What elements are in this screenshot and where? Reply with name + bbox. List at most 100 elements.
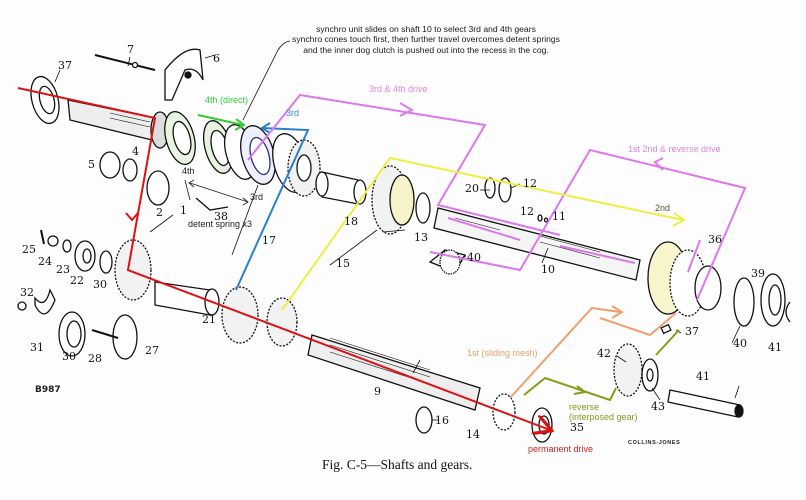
- synchro-note-line-1: synchro unit slides on shaft 10 to selec…: [316, 24, 536, 34]
- second-arrowhead: [672, 212, 686, 227]
- part-27-stud: [91, 329, 119, 339]
- part-number-36: 38: [214, 210, 228, 223]
- part-number-19: 12: [523, 177, 537, 190]
- part-1-input-shaft: [67, 99, 156, 141]
- third-arrowhead: [260, 122, 271, 134]
- part-number-24: 24: [38, 255, 52, 268]
- label-1st-sliding-mesh: 1st (sliding mesh): [467, 348, 538, 358]
- part-number-26: 27: [145, 344, 159, 357]
- part-17-laygear-3rd: [221, 286, 259, 344]
- third-path: [235, 127, 310, 291]
- part-25-pin: [40, 229, 45, 245]
- part-33-gear-cluster: [647, 241, 722, 317]
- label-3rd-4th-drive: 3rd & 4th drive: [369, 84, 428, 94]
- part-number-37: 40: [467, 251, 481, 264]
- part-31-nut: [17, 301, 27, 311]
- part-29-housing: [58, 311, 86, 357]
- drive-paths: [17, 87, 747, 430]
- part-35-key: [660, 323, 672, 335]
- first-second-reverse-path: [429, 148, 747, 301]
- label-1st-2nd-reverse-drive: 1st 2nd & reverse drive: [628, 144, 721, 154]
- label-synchro-4th: 4th: [182, 166, 195, 176]
- part-number-13: 13: [414, 231, 428, 244]
- part-number-12: 12: [520, 205, 534, 218]
- part-13-ring: [415, 192, 431, 224]
- part-number-31: 32: [20, 286, 34, 299]
- fourth-direct-arrow: [197, 114, 244, 126]
- part-number-14: 14: [466, 428, 480, 441]
- part-20-ring: [484, 177, 496, 199]
- part-2-ring: [146, 170, 170, 206]
- parts-layer: [17, 48, 791, 443]
- reverse-arrowhead: [573, 385, 588, 395]
- part-number-43: 43: [651, 400, 665, 413]
- label-reverse: reverse: [569, 402, 600, 412]
- part-38-bearing: [760, 273, 786, 327]
- part-number-25: 25: [22, 243, 36, 256]
- part-drive-gear: [114, 239, 152, 301]
- part-number-3: 37: [58, 59, 72, 72]
- figure-caption: Fig. C-5—Shafts and gears.: [322, 457, 473, 472]
- part-number-40: 41: [768, 341, 782, 354]
- fourth-direct-arrowhead: [234, 118, 246, 131]
- part-number-32: 35: [570, 421, 584, 434]
- part-24-nut: [47, 235, 59, 247]
- part-5-nut: [99, 151, 121, 179]
- label-permanent-drive: permanent drive: [528, 444, 594, 454]
- label-detent-spring: detent spring x3: [188, 219, 253, 229]
- plate-code: B987: [35, 385, 61, 395]
- needle-race: [164, 111, 196, 165]
- part-number-33: 36: [708, 233, 722, 246]
- part-42-reverse-gear: [613, 343, 659, 397]
- part-3-bearing: [30, 75, 60, 125]
- part-number-30: 31: [30, 341, 44, 354]
- part-number-27: 28: [88, 352, 102, 365]
- part-number-21: 21: [202, 313, 216, 326]
- synchro-note-line-3: and the inner dog clutch is pushed out i…: [303, 44, 549, 55]
- part-number-35: 37: [685, 325, 699, 338]
- first-second-reverse-arrowhead: [653, 157, 664, 171]
- part-number-29: 30: [62, 350, 76, 363]
- part-laygear-2nd: [266, 297, 298, 347]
- first-sliding-mesh-return: [599, 312, 677, 337]
- mainshaft-arrow-2: [559, 245, 636, 264]
- part-4-washer: [122, 158, 138, 182]
- synchro-note: synchro unit slides on shaft 10 to selec…: [276, 24, 576, 55]
- part-number-22: 22: [70, 274, 84, 287]
- part-number-5: 5: [88, 158, 95, 171]
- first-sliding-mesh-path: [509, 306, 621, 399]
- permanent-drive-arrow-down: [125, 212, 139, 222]
- permanent-drive-path-top: [17, 87, 550, 430]
- part-16-circlip: [415, 406, 433, 434]
- label-2nd: 2nd: [655, 203, 671, 213]
- label-4th-direct: 4th (direct): [205, 95, 249, 105]
- second-path: [281, 156, 684, 311]
- mainshaft-arrow-1: [447, 217, 521, 241]
- part-number-16: 16: [435, 414, 449, 427]
- part-number-2: 2: [156, 206, 163, 219]
- part-37-needle-bearing: [428, 249, 467, 275]
- part-19-ring: [498, 177, 512, 203]
- part-number-39: 40: [733, 337, 747, 350]
- reverse-path-up: [655, 329, 680, 356]
- part-30-bracket: [34, 288, 56, 315]
- part-number-7: 7: [127, 43, 134, 56]
- third-fourth-arrowhead: [399, 102, 415, 117]
- part-number-15: 15: [336, 257, 350, 270]
- part-6-plate: [164, 48, 204, 101]
- part-number-20: 20: [465, 182, 479, 195]
- part-41-reverse-shaft: [667, 389, 744, 418]
- part-15-gear: [371, 165, 415, 235]
- part-number-41: 41: [696, 370, 710, 383]
- synchro-double-arrow: [189, 182, 249, 203]
- part-21-sleeve: [154, 281, 220, 316]
- part-36-detent-spring: [195, 197, 229, 211]
- part-number-4: 4: [132, 145, 139, 158]
- part-number-1: 1: [180, 204, 187, 217]
- part-number-6: 6: [213, 52, 220, 65]
- synchro-hub: [224, 124, 276, 185]
- part-28-washer: [99, 250, 113, 274]
- part-7-rod: [94, 54, 156, 71]
- first-arrowhead: [611, 305, 624, 319]
